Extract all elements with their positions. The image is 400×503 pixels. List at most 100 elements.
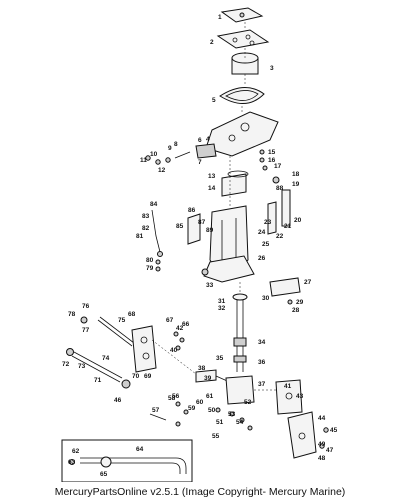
callout-45: 45 [330, 427, 338, 434]
callout-80: 80 [146, 257, 154, 264]
callout-23: 23 [264, 219, 272, 226]
callout-51: 51 [216, 419, 224, 426]
part-cover-plate [216, 29, 270, 49]
callout-55: 55 [212, 433, 220, 440]
callout-25: 25 [262, 241, 270, 248]
callout-40: 40 [170, 347, 178, 354]
part-fastener-group-left [145, 151, 191, 165]
callout-1: 1 [218, 14, 222, 21]
callout-4: 4 [206, 136, 210, 143]
callout-74: 74 [102, 355, 110, 362]
part-threaded-rod [66, 348, 131, 389]
part-right-bracket [267, 176, 291, 235]
callout-79: 79 [146, 265, 154, 272]
callout-61: 61 [206, 393, 214, 400]
callout-11: 11 [140, 157, 147, 164]
callout-54: 54 [236, 419, 244, 426]
callout-2: 2 [210, 39, 214, 46]
callout-41: 41 [284, 383, 292, 390]
callout-33: 33 [206, 282, 214, 289]
inset-tiller-handle [61, 439, 193, 482]
callout-64: 64 [136, 446, 144, 453]
callout-71: 71 [94, 377, 102, 384]
callout-70: 70 [132, 373, 140, 380]
callout-46: 46 [114, 397, 122, 404]
callout-69: 69 [144, 373, 152, 380]
callout-53: 53 [228, 411, 236, 418]
callout-87: 87 [198, 219, 206, 226]
callout-88: 88 [276, 185, 284, 192]
callout-18: 18 [292, 171, 300, 178]
callout-78: 78 [68, 311, 76, 318]
callout-32: 32 [218, 305, 226, 312]
callout-49: 49 [318, 441, 326, 448]
callout-26: 26 [258, 255, 266, 262]
callout-38: 38 [198, 365, 206, 372]
part-hardware-49-55 [215, 407, 253, 431]
callout-58: 58 [168, 395, 176, 402]
part-hardware-40-43 [173, 331, 185, 351]
callout-36: 36 [258, 359, 266, 366]
callout-21: 21 [284, 223, 292, 230]
part-mount-block [195, 143, 217, 159]
callout-52: 52 [244, 399, 252, 406]
part-lower-right-mount [269, 277, 301, 305]
callout-72: 72 [62, 361, 70, 368]
callout-82: 82 [142, 225, 150, 232]
callout-77: 77 [82, 327, 90, 334]
part-hardware-57-60 [149, 401, 189, 427]
part-top-cover [220, 7, 264, 23]
part-driveshaft-housing [203, 205, 255, 283]
callout-85: 85 [176, 223, 184, 230]
part-shift-rod [80, 316, 135, 347]
part-lower-right-bracket [287, 411, 329, 459]
callout-30: 30 [262, 295, 270, 302]
part-gasket [219, 87, 265, 104]
part-bracket-assembly [131, 325, 157, 373]
callout-89: 89 [206, 227, 214, 234]
callout-63: 63 [68, 459, 76, 466]
part-hardware-15-17 [259, 149, 268, 171]
callout-73: 73 [78, 363, 86, 370]
callout-34: 34 [258, 339, 266, 346]
callout-24: 24 [258, 229, 266, 236]
callout-83: 83 [142, 213, 150, 220]
callout-39: 39 [204, 375, 212, 382]
callout-75: 75 [118, 317, 126, 324]
callout-68: 68 [128, 311, 136, 318]
callout-37: 37 [258, 381, 266, 388]
callout-66: 66 [182, 321, 190, 328]
callout-35: 35 [216, 355, 224, 362]
part-vertical-shaft [232, 293, 248, 372]
part-bracket-37 [225, 375, 255, 405]
exploded-parts-diagram: 1 2 3 4 5 6 7 8 9 10 11 12 13 14 15 16 1… [61, 7, 338, 482]
callout-15: 15 [268, 149, 276, 156]
callout-6: 6 [198, 137, 202, 144]
callout-10: 10 [150, 151, 158, 158]
callout-14: 14 [208, 185, 216, 192]
callout-57: 57 [152, 407, 160, 414]
callout-labels: 1 2 3 4 5 6 7 8 9 10 11 12 13 14 15 16 1… [62, 14, 338, 478]
callout-42: 42 [176, 325, 184, 332]
callout-29: 29 [296, 299, 304, 306]
part-fastener-33 [201, 268, 209, 276]
part-link-rod [151, 209, 163, 257]
callout-84: 84 [150, 201, 158, 208]
image-caption: MercuryPartsOnline v2.5.1 (Image Copyrig… [54, 486, 346, 498]
callout-43: 43 [296, 393, 304, 400]
callout-44: 44 [318, 415, 326, 422]
callout-3: 3 [270, 65, 274, 72]
callout-7: 7 [198, 159, 202, 166]
callout-48: 48 [318, 455, 326, 462]
callout-56: 56 [172, 393, 180, 400]
callout-12: 12 [158, 167, 166, 174]
callout-16: 16 [268, 157, 276, 164]
part-bracket-14 [221, 173, 247, 197]
callout-50: 50 [208, 407, 216, 414]
callout-76: 76 [82, 303, 90, 310]
callout-86: 86 [188, 207, 196, 214]
part-fastener-79-80 [155, 259, 161, 272]
callout-20: 20 [294, 217, 302, 224]
part-right-lever [275, 379, 303, 415]
callout-47: 47 [326, 447, 334, 454]
